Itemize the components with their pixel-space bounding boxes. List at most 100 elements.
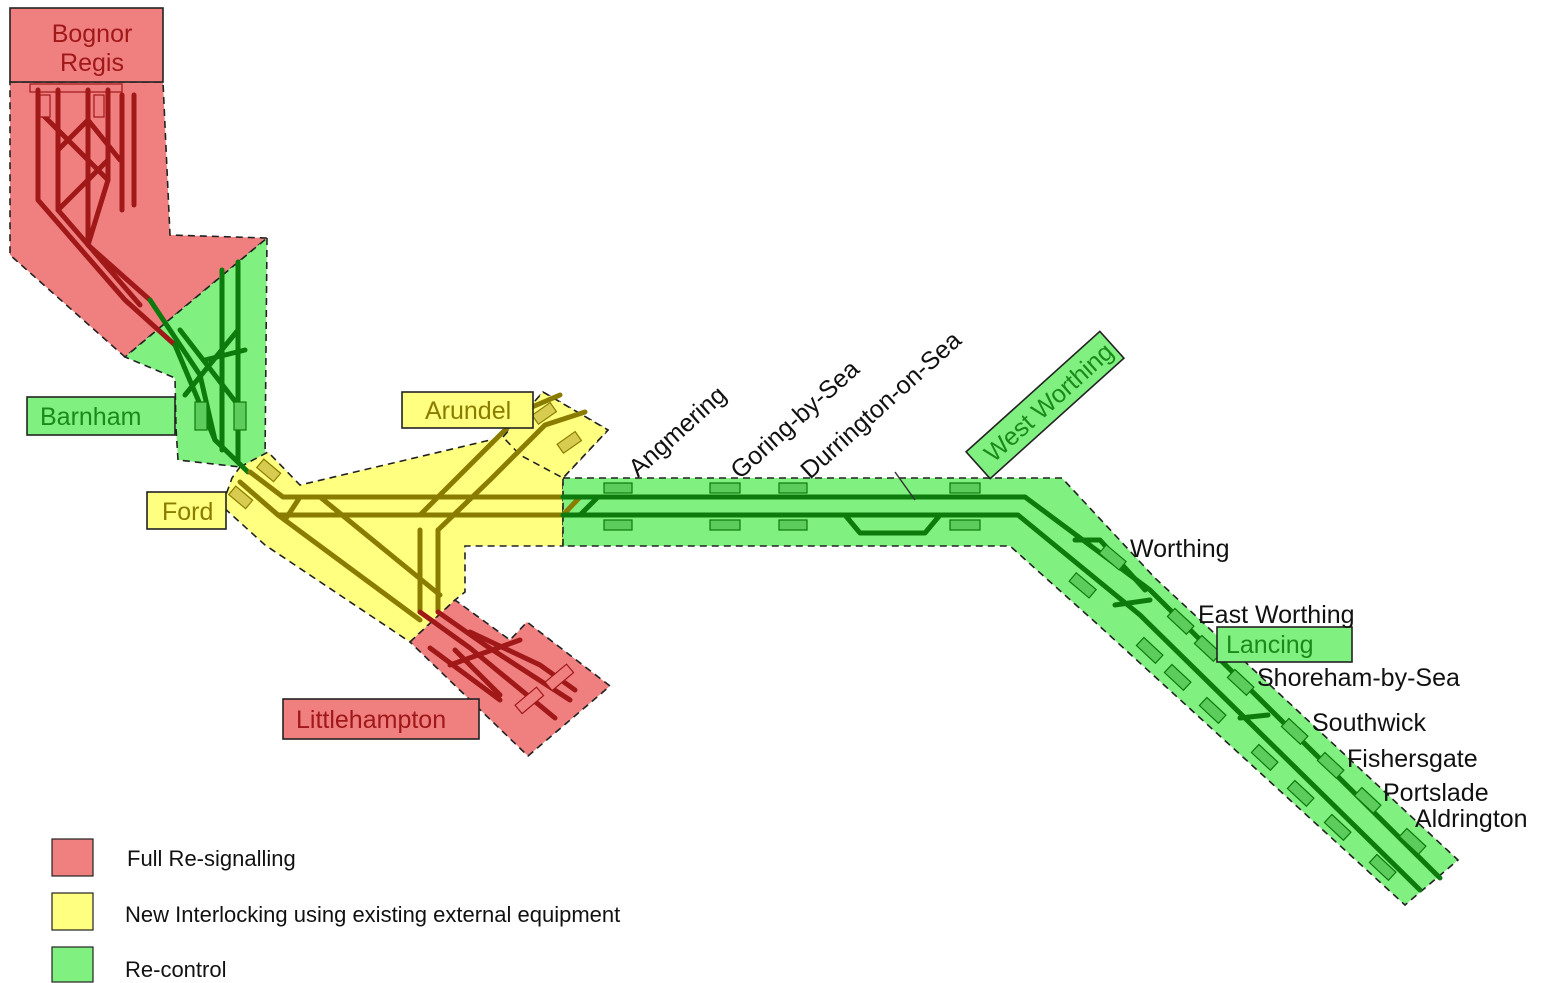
legend-swatch-yellow <box>51 892 94 931</box>
lancing-label: Lancing <box>1216 626 1353 663</box>
ford-crossover-1 <box>317 494 443 598</box>
angmering-crossover <box>577 494 601 518</box>
worthing-platform-1 <box>1098 543 1128 571</box>
littlehampton-platform-2 <box>544 663 575 692</box>
ford-platform-1 <box>255 458 282 483</box>
littlehampton-crossover-2 <box>452 647 503 698</box>
ford-platform-2 <box>227 485 254 510</box>
barnham-platform-1 <box>194 401 208 431</box>
station-shoreham-by-sea: Shoreham-by-Sea <box>1257 664 1460 692</box>
bognor-crossover-3 <box>55 157 111 213</box>
station-east-worthing: East Worthing <box>1198 601 1355 629</box>
bognor-platform-canopy <box>29 83 123 93</box>
legend-label-new-interlocking: New Interlocking using existing external… <box>125 902 620 927</box>
durrington-loop <box>842 512 943 536</box>
littlehampton-line-1 <box>275 512 423 623</box>
coastway-down-main <box>560 512 1423 893</box>
littlehampton-siding <box>427 645 503 703</box>
durrington-platform-2 <box>778 519 808 531</box>
southwick-platform-1 <box>1280 717 1309 746</box>
legend-swatch-red <box>51 838 94 877</box>
station-fishersgate: Fishersgate <box>1347 745 1478 773</box>
legend-item-new-interlocking: New Interlocking using existing external… <box>51 892 620 931</box>
southwick-platform-2 <box>1250 743 1279 772</box>
bognor-track-1 <box>35 87 178 348</box>
bognor-platform-1 <box>39 94 51 118</box>
shoreham-crossover <box>1237 712 1271 721</box>
arundel-label-text: Arundel <box>425 397 511 425</box>
bognor-platform-2 <box>93 94 105 118</box>
east-worthing-platform-1 <box>1166 607 1195 636</box>
ford-crossover-3 <box>560 494 583 518</box>
barnham-crossover-3 <box>202 347 248 363</box>
ford-label-box <box>146 491 227 530</box>
lancing-platform-2 <box>1163 663 1192 692</box>
fishersgate-platform-1 <box>1316 751 1345 780</box>
barnham-label-text: Barnham <box>40 403 141 431</box>
bognor-regis-label-line2: Regis <box>60 49 124 77</box>
worthing-crossover-2 <box>1112 597 1153 608</box>
ford-crossover-2 <box>282 494 303 523</box>
arundel-platform-1 <box>531 401 558 426</box>
barnham-tracks <box>147 259 251 475</box>
shoreham-platform-2 <box>1198 696 1227 725</box>
portslade-platform-1 <box>1353 786 1382 815</box>
portslade-platform-2 <box>1323 813 1352 842</box>
littlehampton-label: Littlehampton <box>282 698 480 740</box>
barnham-platform-2 <box>233 401 247 431</box>
station-worthing: Worthing <box>1130 535 1230 563</box>
bognor-regis-label: Bognor Regis <box>9 7 164 83</box>
arundel-platform-2 <box>556 430 583 455</box>
aldrington-platform-1 <box>1398 827 1427 856</box>
west-worthing-label: West Worthing <box>964 330 1126 480</box>
goring-platform-1 <box>709 482 741 494</box>
arundel-label: Arundel <box>401 391 534 429</box>
worthing-crossover-1 <box>1072 537 1148 593</box>
lancing-label-text: Lancing <box>1226 631 1314 659</box>
arundel-line-1 <box>417 392 563 518</box>
station-southwick: Southwick <box>1312 709 1426 737</box>
goring-platform-2 <box>709 519 741 531</box>
west-worthing-spur <box>894 471 916 501</box>
coastway-recontrol-zone <box>562 477 1460 907</box>
bognor-regis-label-box <box>9 7 164 83</box>
aldrington-platform-2 <box>1368 853 1397 882</box>
east-worthing-platform-2 <box>1135 636 1164 665</box>
littlehampton-platform-1 <box>514 686 545 715</box>
arundel-label-box <box>401 391 534 429</box>
west-worthing-label-box <box>964 330 1126 480</box>
littlehampton-label-box <box>282 698 480 740</box>
angmering-platform-1 <box>603 482 633 494</box>
angmering-platform-2 <box>603 519 633 531</box>
barnham-label: Barnham <box>26 396 176 436</box>
west-worthing-platform-1 <box>949 482 981 494</box>
worthing-platform-2 <box>1068 571 1098 599</box>
bognor-regis-label-line1: Bognor <box>52 20 133 48</box>
arundel-line-2 <box>435 409 588 533</box>
ford-label-text: Ford <box>162 498 213 526</box>
legend-swatch-green <box>51 946 94 983</box>
west-worthing-label-text: West Worthing <box>979 338 1119 468</box>
ford-label: Ford <box>146 491 227 530</box>
station-angmering: Angmering <box>623 381 732 483</box>
ford-arundel-tracks <box>227 392 588 623</box>
lancing-label-box <box>1216 626 1353 663</box>
legend-label-full-resignalling: Full Re-signalling <box>127 846 296 871</box>
west-worthing-platform-2 <box>949 519 981 531</box>
littlehampton-tracks <box>417 609 578 721</box>
littlehampton-track-2 <box>435 609 573 703</box>
littlehampton-crossover-1 <box>447 637 523 668</box>
fishersgate-platform-2 <box>1286 779 1315 808</box>
shoreham-platform-1 <box>1226 668 1255 697</box>
coastway-platforms <box>603 482 1427 882</box>
bognor-tracks <box>29 83 178 348</box>
durrington-platform-1 <box>778 482 808 494</box>
barnham-crossover-2 <box>182 327 241 398</box>
barnham-label-box <box>26 396 176 436</box>
station-portslade: Portslade <box>1383 779 1489 807</box>
legend-item-full-resignalling: Full Re-signalling <box>51 838 296 877</box>
legend-label-recontrol: Re-control <box>125 957 226 982</box>
littlehampton-label-text: Littlehampton <box>296 706 446 734</box>
